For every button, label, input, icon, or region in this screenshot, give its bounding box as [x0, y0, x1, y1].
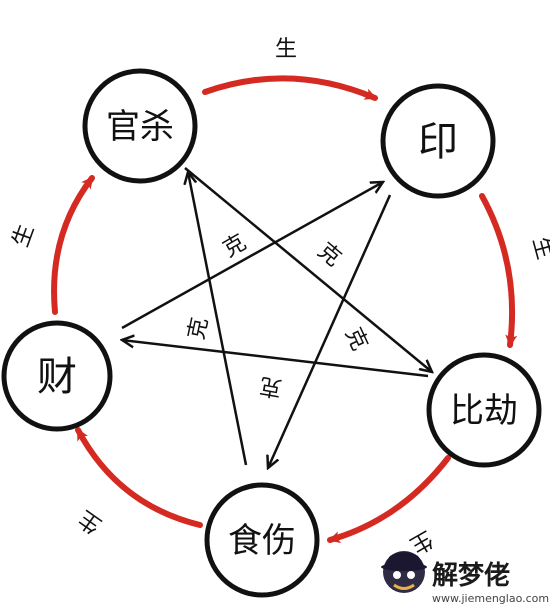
arrow-bijie-to-shishang — [327, 455, 451, 544]
node-yin: 印 — [380, 83, 496, 199]
label-generate-left: 生 — [8, 221, 39, 250]
svg-text:官杀: 官杀 — [106, 107, 174, 147]
watermark: 解梦佬 www.jiemenglao.com — [381, 551, 549, 605]
label-generate-top: 生 — [275, 37, 297, 62]
arrow-guansha-to-bijie — [184, 167, 432, 372]
arrow-yin-to-bijie — [479, 193, 518, 348]
label-control-3: 克 — [184, 315, 213, 342]
arrow-shishang-to-cai — [75, 427, 203, 528]
arrow-bijie-to-cai — [122, 340, 429, 378]
detective-icon — [381, 551, 427, 593]
label-control-5: 克 — [258, 372, 284, 400]
arrow-cai-to-guansha — [51, 175, 95, 315]
svg-text:食伤: 食伤 — [228, 521, 296, 561]
node-shishang: 食伤 — [204, 482, 320, 598]
arrow-guansha-to-yin — [202, 75, 378, 101]
watermark-brand: 解梦佬 — [432, 561, 510, 591]
label-control-4: 克 — [340, 324, 372, 355]
generate-arrows — [51, 75, 518, 544]
svg-text:比劫: 比劫 — [450, 391, 518, 431]
svg-text:财: 财 — [37, 354, 77, 400]
watermark-url: www.jiemenglao.com — [432, 592, 549, 605]
svg-text:印: 印 — [418, 119, 458, 165]
label-generate-bottom-left: 生 — [74, 505, 106, 538]
arrow-shishang-to-guansha — [188, 172, 248, 466]
control-labels: 克 克 克 克 克 — [184, 230, 372, 401]
control-arrows — [121, 167, 432, 468]
label-generate-right: 生 — [527, 234, 550, 262]
arrow-yin-to-shishang — [268, 194, 392, 468]
node-bijie: 比劫 — [426, 352, 542, 468]
arrow-cai-to-yin — [121, 182, 383, 330]
label-control-2: 克 — [313, 238, 346, 271]
node-cai: 财 — [1, 320, 113, 432]
node-guansha: 官杀 — [82, 68, 198, 184]
